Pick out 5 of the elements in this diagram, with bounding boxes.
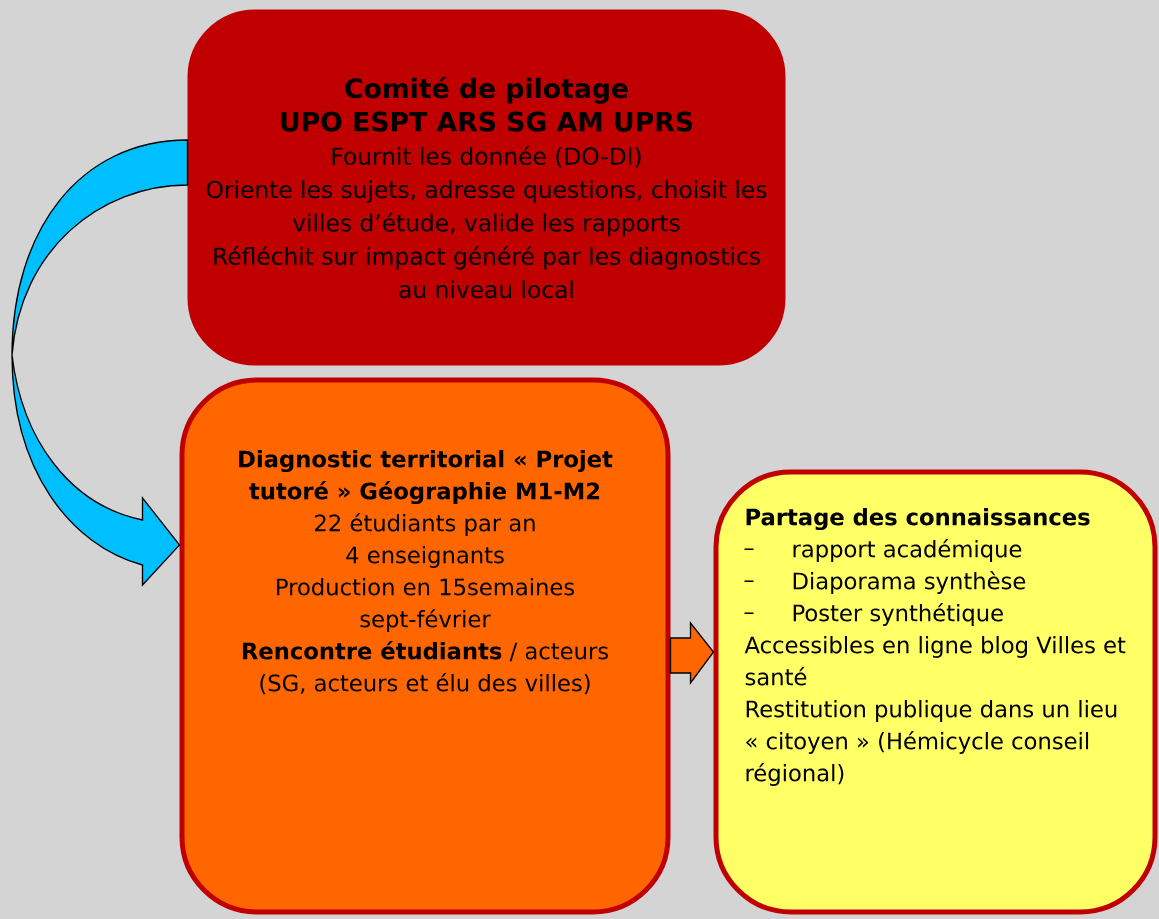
block-arrow [669,621,715,685]
curved-block-arrow [11,139,189,586]
process-box: Partage des connaissances rapport académique Diaporama synthèse Poster synthétique Accessibles en ligne blog Villes et santé Restitution publique dans un lieu « citoyen » (Hémicycle conseil régional) [713,469,1158,915]
process-box: Comité de pilotage UPO ESPT ARS SG AM UPRS Fournit les donnée (DO-DI) Oriente les sujets, adresse questions, choisit les villes d’étude, valide les rapports Réfléchit sur impact généré par les diagnostics au niveau local [187,9,786,366]
process-box: Diagnostic territorial « Projet tutoré » Géographie M1-M2 22 étudiants par an 4 enseignants Production en 15semaines sept-février Rencontre étudiants / acteurs (SG, acteurs et élu des villes) [179,377,671,915]
